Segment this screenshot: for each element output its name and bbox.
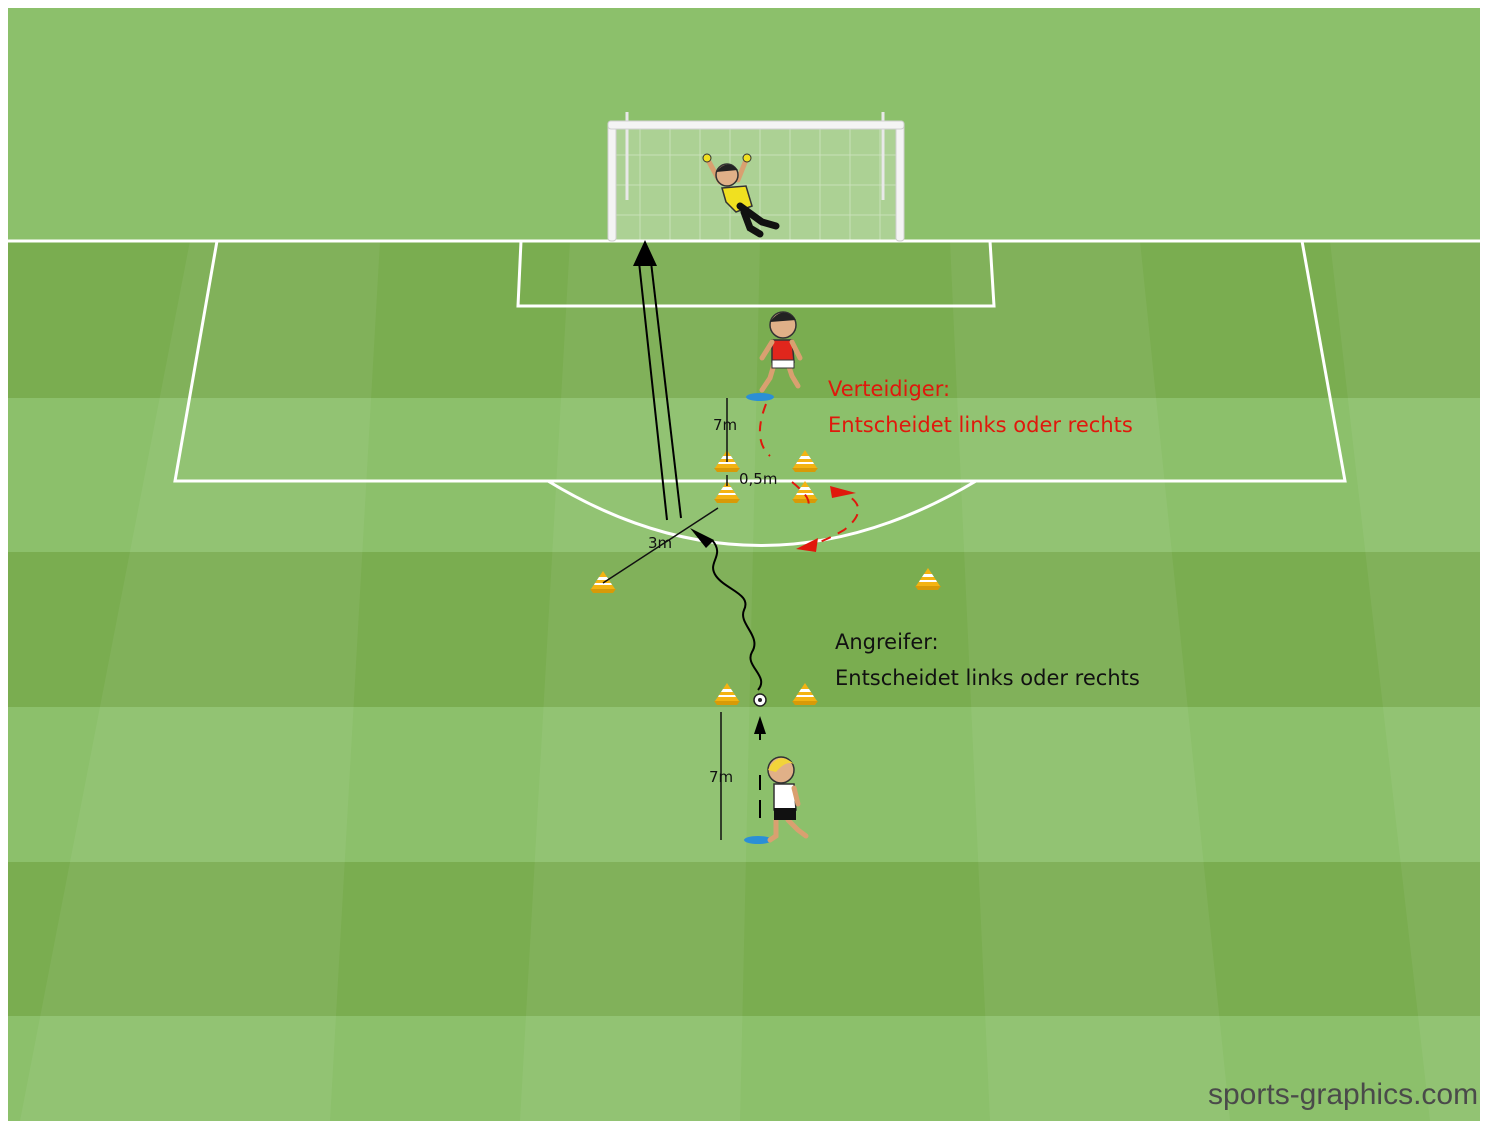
marker-disc-icon: [746, 393, 774, 401]
distance-label-defender: 7m: [713, 418, 737, 433]
distance-label-attacker: 7m: [709, 770, 733, 785]
defender-title: Verteidiger:: [828, 372, 1133, 408]
attacker-description: Entscheidet links oder rechts: [835, 661, 1140, 697]
distance-label-diagonal: 3m: [648, 536, 672, 551]
attacker-title: Angreifer:: [835, 625, 1140, 661]
attacker-note: Angreifer: Entscheidet links oder rechts: [835, 625, 1140, 696]
distance-label-gate: 0,5m: [739, 472, 777, 487]
soccer-ball-icon: [754, 694, 766, 706]
defender-description: Entscheidet links oder rechts: [828, 408, 1133, 444]
defender-note: Verteidiger: Entscheidet links oder rech…: [828, 372, 1133, 443]
credit-watermark: sports-graphics.com: [1208, 1080, 1478, 1110]
